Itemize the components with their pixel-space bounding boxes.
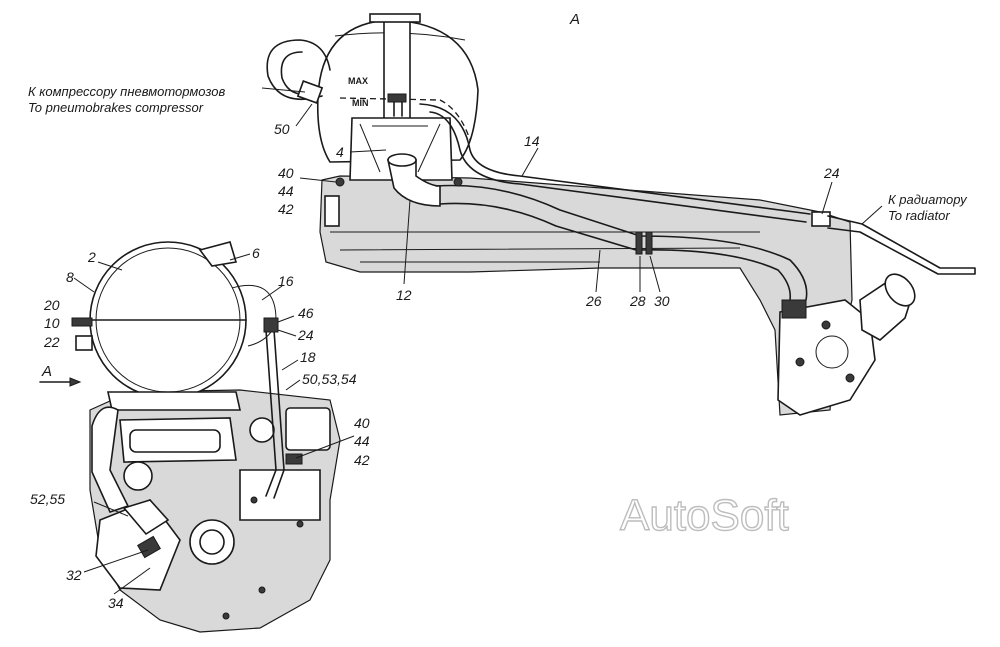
compressor-hose-loop [266,39,331,100]
pipe-14 [419,103,811,215]
callout-6: 6 [252,245,260,261]
radiator-pipe [827,215,976,275]
leader-lines [73,87,883,595]
callout-50-53-54: 50,53,54 [302,371,357,387]
caption-radiator-ru: К радиатору [888,192,968,207]
callout-10: 10 [44,315,60,331]
callout-24-left: 24 [297,327,314,343]
tank-internal-line [339,97,471,141]
callout-42-top: 42 [278,201,294,217]
tank-bracket [349,117,453,181]
callout-4: 4 [336,144,344,160]
svg-text:MIN: MIN [352,98,369,108]
left-hose [91,406,130,513]
callout-52-55: 52,55 [30,491,65,507]
clamp-30 [645,231,653,255]
callout-20: 20 [43,297,60,313]
callout-18: 18 [300,349,316,365]
caption-radiator-en: To radiator [888,208,950,223]
callout-46: 46 [298,305,314,321]
callout-24-right: 24 [823,165,840,181]
clamp-28 [635,231,643,255]
callout-8: 8 [66,269,74,285]
view-arrow-label: А [41,363,52,380]
caption-compressor-en: To pneumobrakes compressor [28,100,204,115]
watermark: AutoSoft [620,491,789,540]
front-view-assembly [39,241,341,633]
callout-30: 30 [654,293,670,309]
callout-12: 12 [396,287,412,303]
callout-16: 16 [278,273,294,289]
callout-14: 14 [524,133,540,149]
view-title-a: А [569,11,580,28]
caption-compressor-ru: К компрессору пневмотормозов [28,84,225,99]
svg-text:MAX: MAX [348,76,368,86]
callout-34: 34 [108,595,124,611]
thermostat-housing [777,299,876,416]
callout-50-top: 50 [274,121,290,137]
tube-18 [265,329,277,497]
hose-26 [435,184,808,301]
strap-bolt-left [71,317,93,327]
callout-42-low: 42 [354,452,370,468]
callout-2: 2 [87,249,96,265]
callout-26: 26 [585,293,602,309]
callout-22: 22 [43,334,60,350]
top-view-assembly: MAX MIN [266,13,976,416]
callout-28: 28 [629,293,646,309]
callout-40-top: 40 [278,165,294,181]
callout-32: 32 [66,567,82,583]
fitting-24-right [811,211,831,227]
callout-40-low: 40 [354,415,370,431]
callout-44-low: 44 [354,433,370,449]
callout-44-top: 44 [278,183,294,199]
